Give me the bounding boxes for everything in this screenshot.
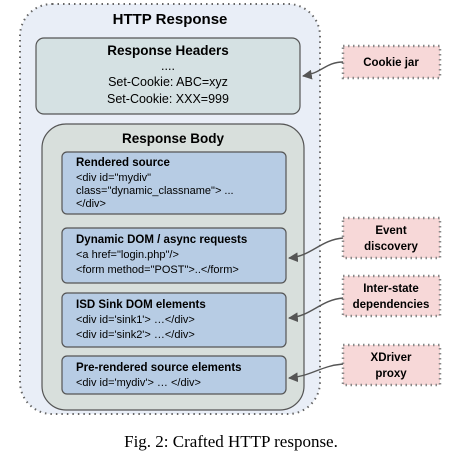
isd-sink-line: <div id='sink1'> …</div> [76, 314, 195, 326]
pre-rendered-line: <div id='mydiv'> … </div> [76, 377, 201, 389]
event-discovery-arrow [288, 237, 344, 263]
http-response-title: HTTP Response [113, 11, 228, 28]
rendered-source-line: class="dynamic_classname"> ... [76, 185, 234, 197]
inter-state-label: dependencies [353, 299, 430, 311]
isd-sink-box [61, 292, 287, 348]
response-headers-heading: Response Headers [107, 43, 229, 58]
event-discovery-label: discovery [364, 241, 418, 253]
xdriver-proxy-label: XDriver [371, 352, 412, 364]
response-headers-line: .... [161, 59, 175, 73]
pre-rendered-title: Pre-rendered source elements [76, 362, 242, 374]
xdriver-proxy-label-box [341, 343, 442, 387]
inter-state-arrow [288, 297, 344, 323]
inter-state-label-box [341, 274, 442, 318]
response-headers-line: Set-Cookie: ABC=xyz [108, 75, 228, 89]
http-response-diagram: HTTP Response Response Headers .... Set-… [19, 3, 442, 415]
xdriver-proxy-arrow [288, 363, 344, 383]
cookie-jar-label-box [341, 44, 442, 80]
pre-rendered-box [61, 355, 287, 395]
figure-caption: Fig. 2: Crafted HTTP response. [124, 432, 338, 451]
cookie-jar-label: Cookie jar [363, 57, 419, 69]
response-headers-line: Set-Cookie: XXX=999 [107, 92, 229, 106]
response-body-heading: Response Body [122, 131, 225, 146]
dynamic-dom-title: Dynamic DOM / async requests [76, 234, 247, 246]
xdriver-proxy-label: proxy [375, 368, 407, 380]
isd-sink-title: ISD Sink DOM elements [76, 299, 206, 311]
dynamic-dom-line: <a href="login.php"/> [76, 249, 179, 261]
response-headers-box [35, 37, 301, 115]
dynamic-dom-line: <form method="POST">..</form> [76, 264, 239, 276]
cookie-jar-arrow [302, 61, 344, 80]
isd-sink-line: <div id='sink2'> …</div> [76, 329, 195, 341]
dynamic-dom-box [61, 227, 287, 284]
event-discovery-label-box [341, 216, 442, 260]
rendered-source-title: Rendered source [76, 157, 170, 169]
event-discovery-label: Event [375, 225, 406, 237]
rendered-source-line: <div id="mydiv" [76, 172, 151, 184]
rendered-source-box [61, 151, 287, 215]
inter-state-label: Inter-state [363, 283, 419, 295]
rendered-source-line: </div> [76, 198, 106, 210]
